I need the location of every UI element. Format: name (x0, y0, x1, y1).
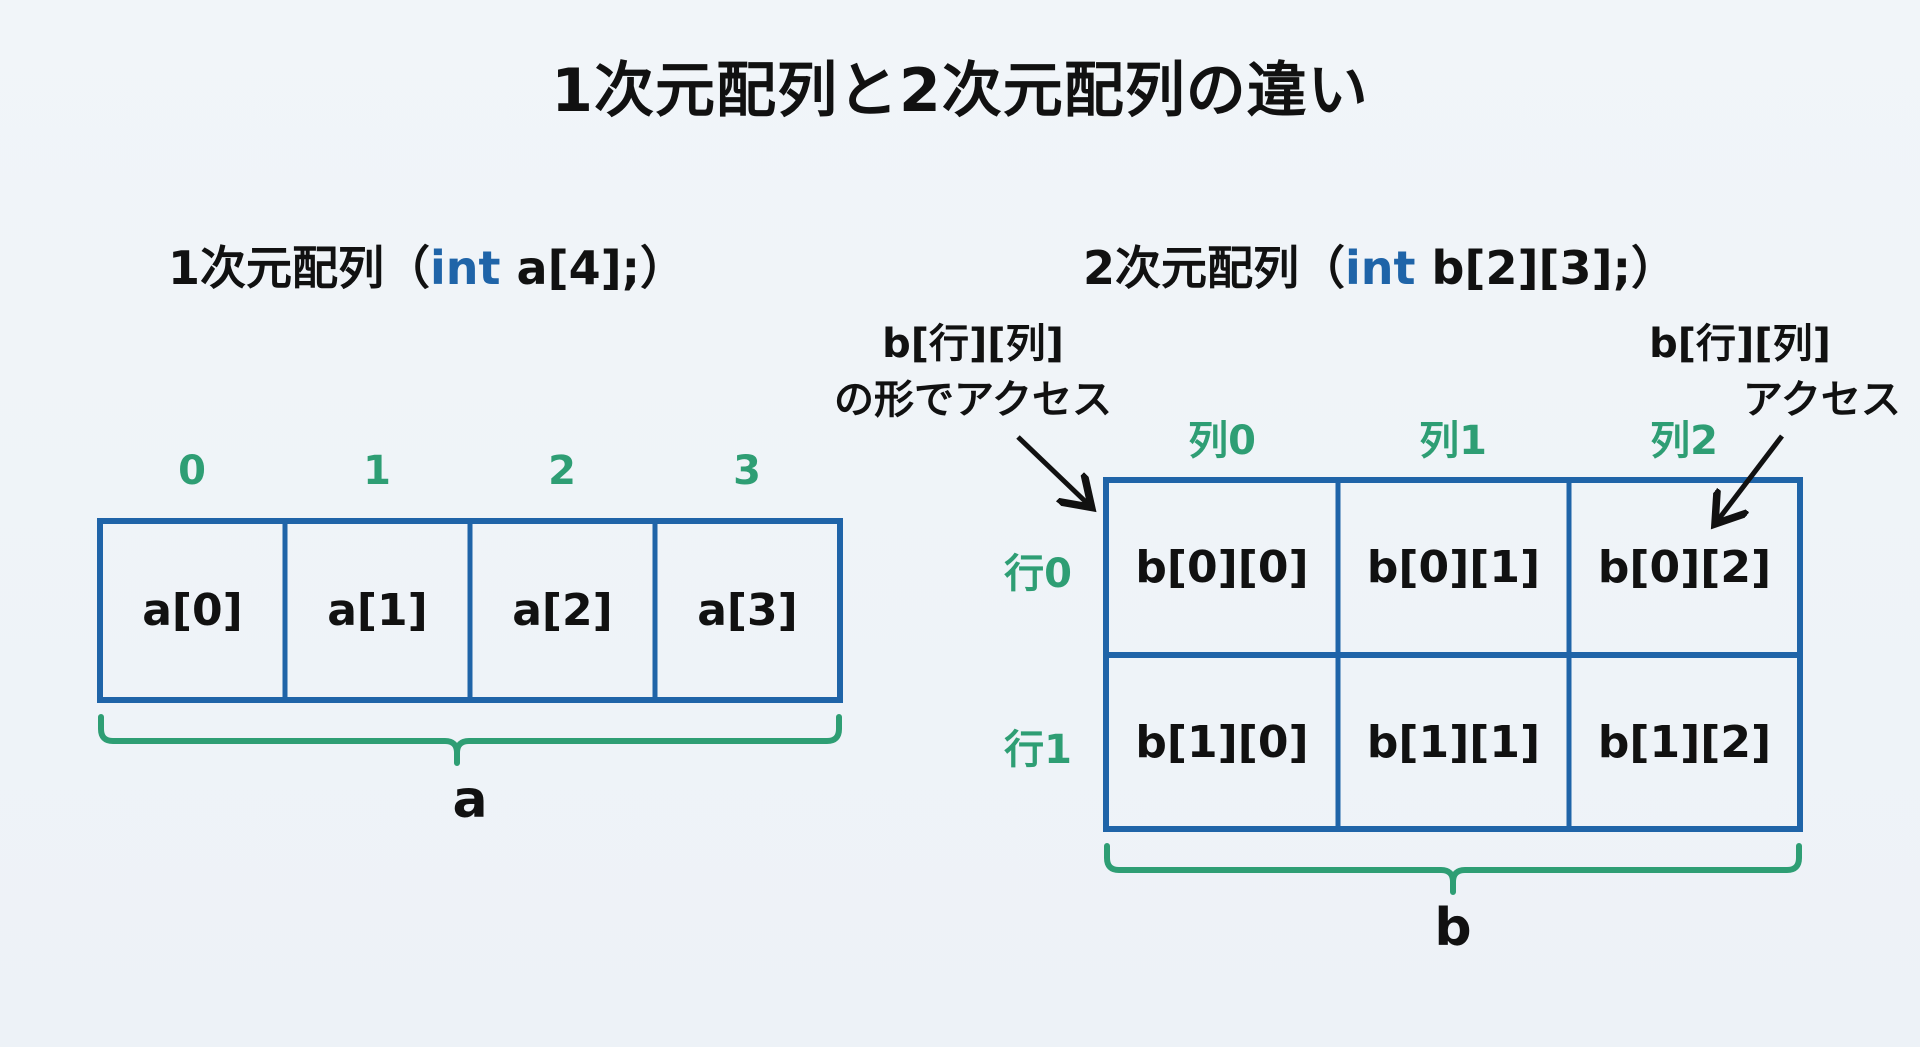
index-label: 1 (363, 448, 391, 494)
two-d-brace-label: b (1434, 898, 1472, 958)
row-label: 行1 (1004, 727, 1072, 773)
array-cell: a[3] (697, 585, 798, 636)
index-label: 0 (178, 448, 206, 494)
one-d-heading-keyword: int (430, 241, 501, 295)
one-d-heading-suffix: a[4];） (500, 241, 687, 295)
annotation-right-line2: アクセス (1742, 377, 1901, 423)
row-label: 行0 (1004, 551, 1072, 597)
one-d-brace (98, 714, 842, 766)
two-d-brace (1104, 843, 1802, 895)
grid-cell: b[1][1] (1366, 716, 1541, 768)
two-d-heading: 2次元配列（int b[2][3];） (1083, 232, 1677, 298)
two-d-heading-keyword: int (1345, 241, 1416, 295)
array-cell: a[1] (327, 585, 428, 636)
annotation-left: b[行][列] の形でアクセス (834, 316, 1112, 428)
grid-cell: b[0][1] (1366, 542, 1541, 593)
column-label: 列1 (1419, 418, 1487, 464)
array-cell: a[2] (512, 585, 613, 636)
annotation-left-line1: b[行][列] (882, 321, 1064, 367)
index-label: 2 (548, 448, 576, 494)
column-label: 列2 (1650, 418, 1718, 464)
one-d-brace-label: a (452, 770, 488, 830)
array-cell: a[0] (142, 585, 243, 636)
page-title: 1次元配列と2次元配列の違い (551, 56, 1369, 126)
grid-cell: b[1][2] (1597, 716, 1772, 768)
grid-cell: b[1][0] (1135, 716, 1309, 768)
column-label: 列0 (1188, 418, 1256, 464)
arrow-left-annotation (1016, 435, 1088, 504)
annotation-left-line2: の形でアクセス (834, 377, 1112, 423)
index-label: 3 (733, 448, 761, 494)
grid-cell: b[0][0] (1135, 542, 1309, 593)
two-d-heading-suffix: b[2][3];） (1415, 241, 1677, 295)
annotation-right: b[行][列] アクセス (1649, 316, 1901, 428)
two-d-heading-prefix: 2次元配列（ (1083, 241, 1346, 295)
one-d-heading-prefix: 1次元配列（ (168, 241, 431, 295)
arrow-right-annotation (1718, 434, 1784, 520)
one-d-heading: 1次元配列（int a[4];） (168, 232, 686, 298)
annotation-right-line1: b[行][列] (1649, 321, 1831, 367)
grid-cell: b[0][2] (1597, 542, 1772, 593)
